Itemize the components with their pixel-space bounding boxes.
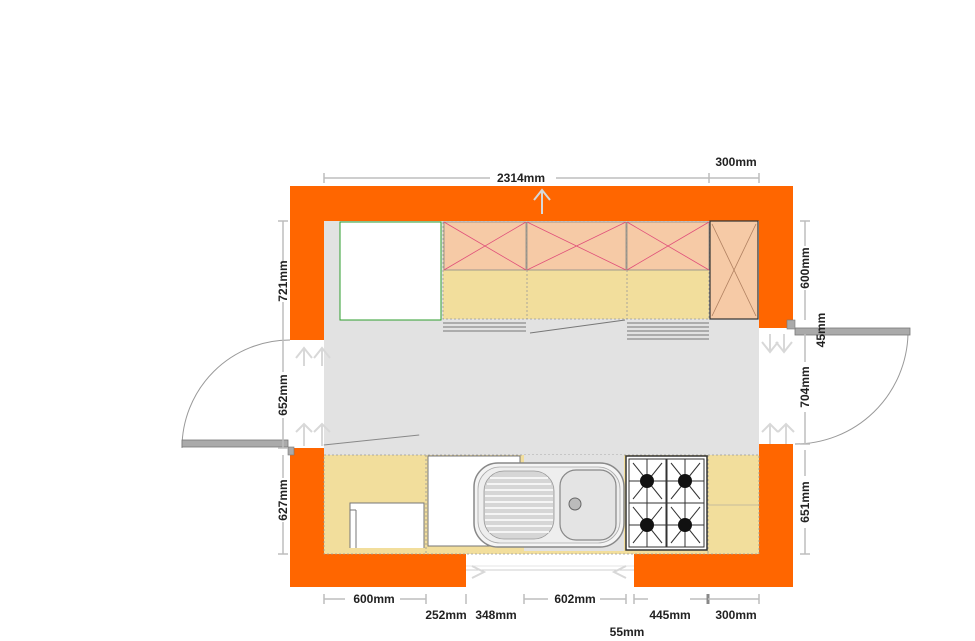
dim-bottom-7: 55mm	[610, 625, 645, 639]
top-wall-cabinets	[443, 221, 710, 271]
hob	[625, 455, 708, 551]
dim-left-upper: 721mm	[276, 260, 290, 301]
fridge	[339, 221, 442, 321]
right-door-swing	[794, 333, 909, 445]
drawer-lines	[443, 319, 709, 340]
dimension-labels: 2314mm 300mm 721mm 652mm 627mm 600mm 45m…	[276, 155, 828, 639]
wall-right-upper	[759, 186, 793, 328]
bottom-left-appliance	[349, 502, 425, 548]
tall-cabinet	[709, 220, 759, 320]
dim-bottom-5: 445mm	[649, 608, 690, 622]
left-door[interactable]	[181, 339, 324, 456]
right-door-leaf	[794, 327, 911, 336]
hob-burners	[628, 458, 705, 548]
dim-bottom-6: 300mm	[715, 608, 756, 622]
dim-right-lower: 651mm	[798, 481, 812, 522]
wall-bottom-right	[634, 554, 793, 587]
dim-bottom-3: 348mm	[475, 608, 516, 622]
sink-bowl	[559, 469, 617, 541]
wall-left-upper	[290, 186, 324, 340]
dim-right-gap: 45mm	[814, 313, 828, 348]
dim-top-right: 300mm	[715, 155, 756, 169]
dim-bottom-1: 600mm	[353, 592, 394, 606]
wall-bottom-left	[290, 554, 466, 587]
dim-bottom-4: 602mm	[554, 592, 595, 606]
movement-arrows	[295, 188, 795, 579]
sink	[473, 455, 625, 551]
dim-top-width: 2314mm	[497, 171, 545, 185]
left-door-swing	[181, 339, 291, 449]
dimension-lines	[278, 173, 810, 604]
dim-left-door: 652mm	[276, 374, 290, 415]
right-door[interactable]	[759, 319, 911, 445]
left-door-leaf	[181, 439, 289, 448]
dim-right-door: 704mm	[798, 366, 812, 407]
sink-drainer	[483, 470, 555, 540]
sink-drain	[568, 497, 582, 511]
dim-right-upper: 600mm	[798, 247, 812, 288]
bottom-window	[466, 554, 634, 587]
dim-left-lower: 627mm	[276, 479, 290, 520]
dim-bottom-2: 252mm	[425, 608, 466, 622]
